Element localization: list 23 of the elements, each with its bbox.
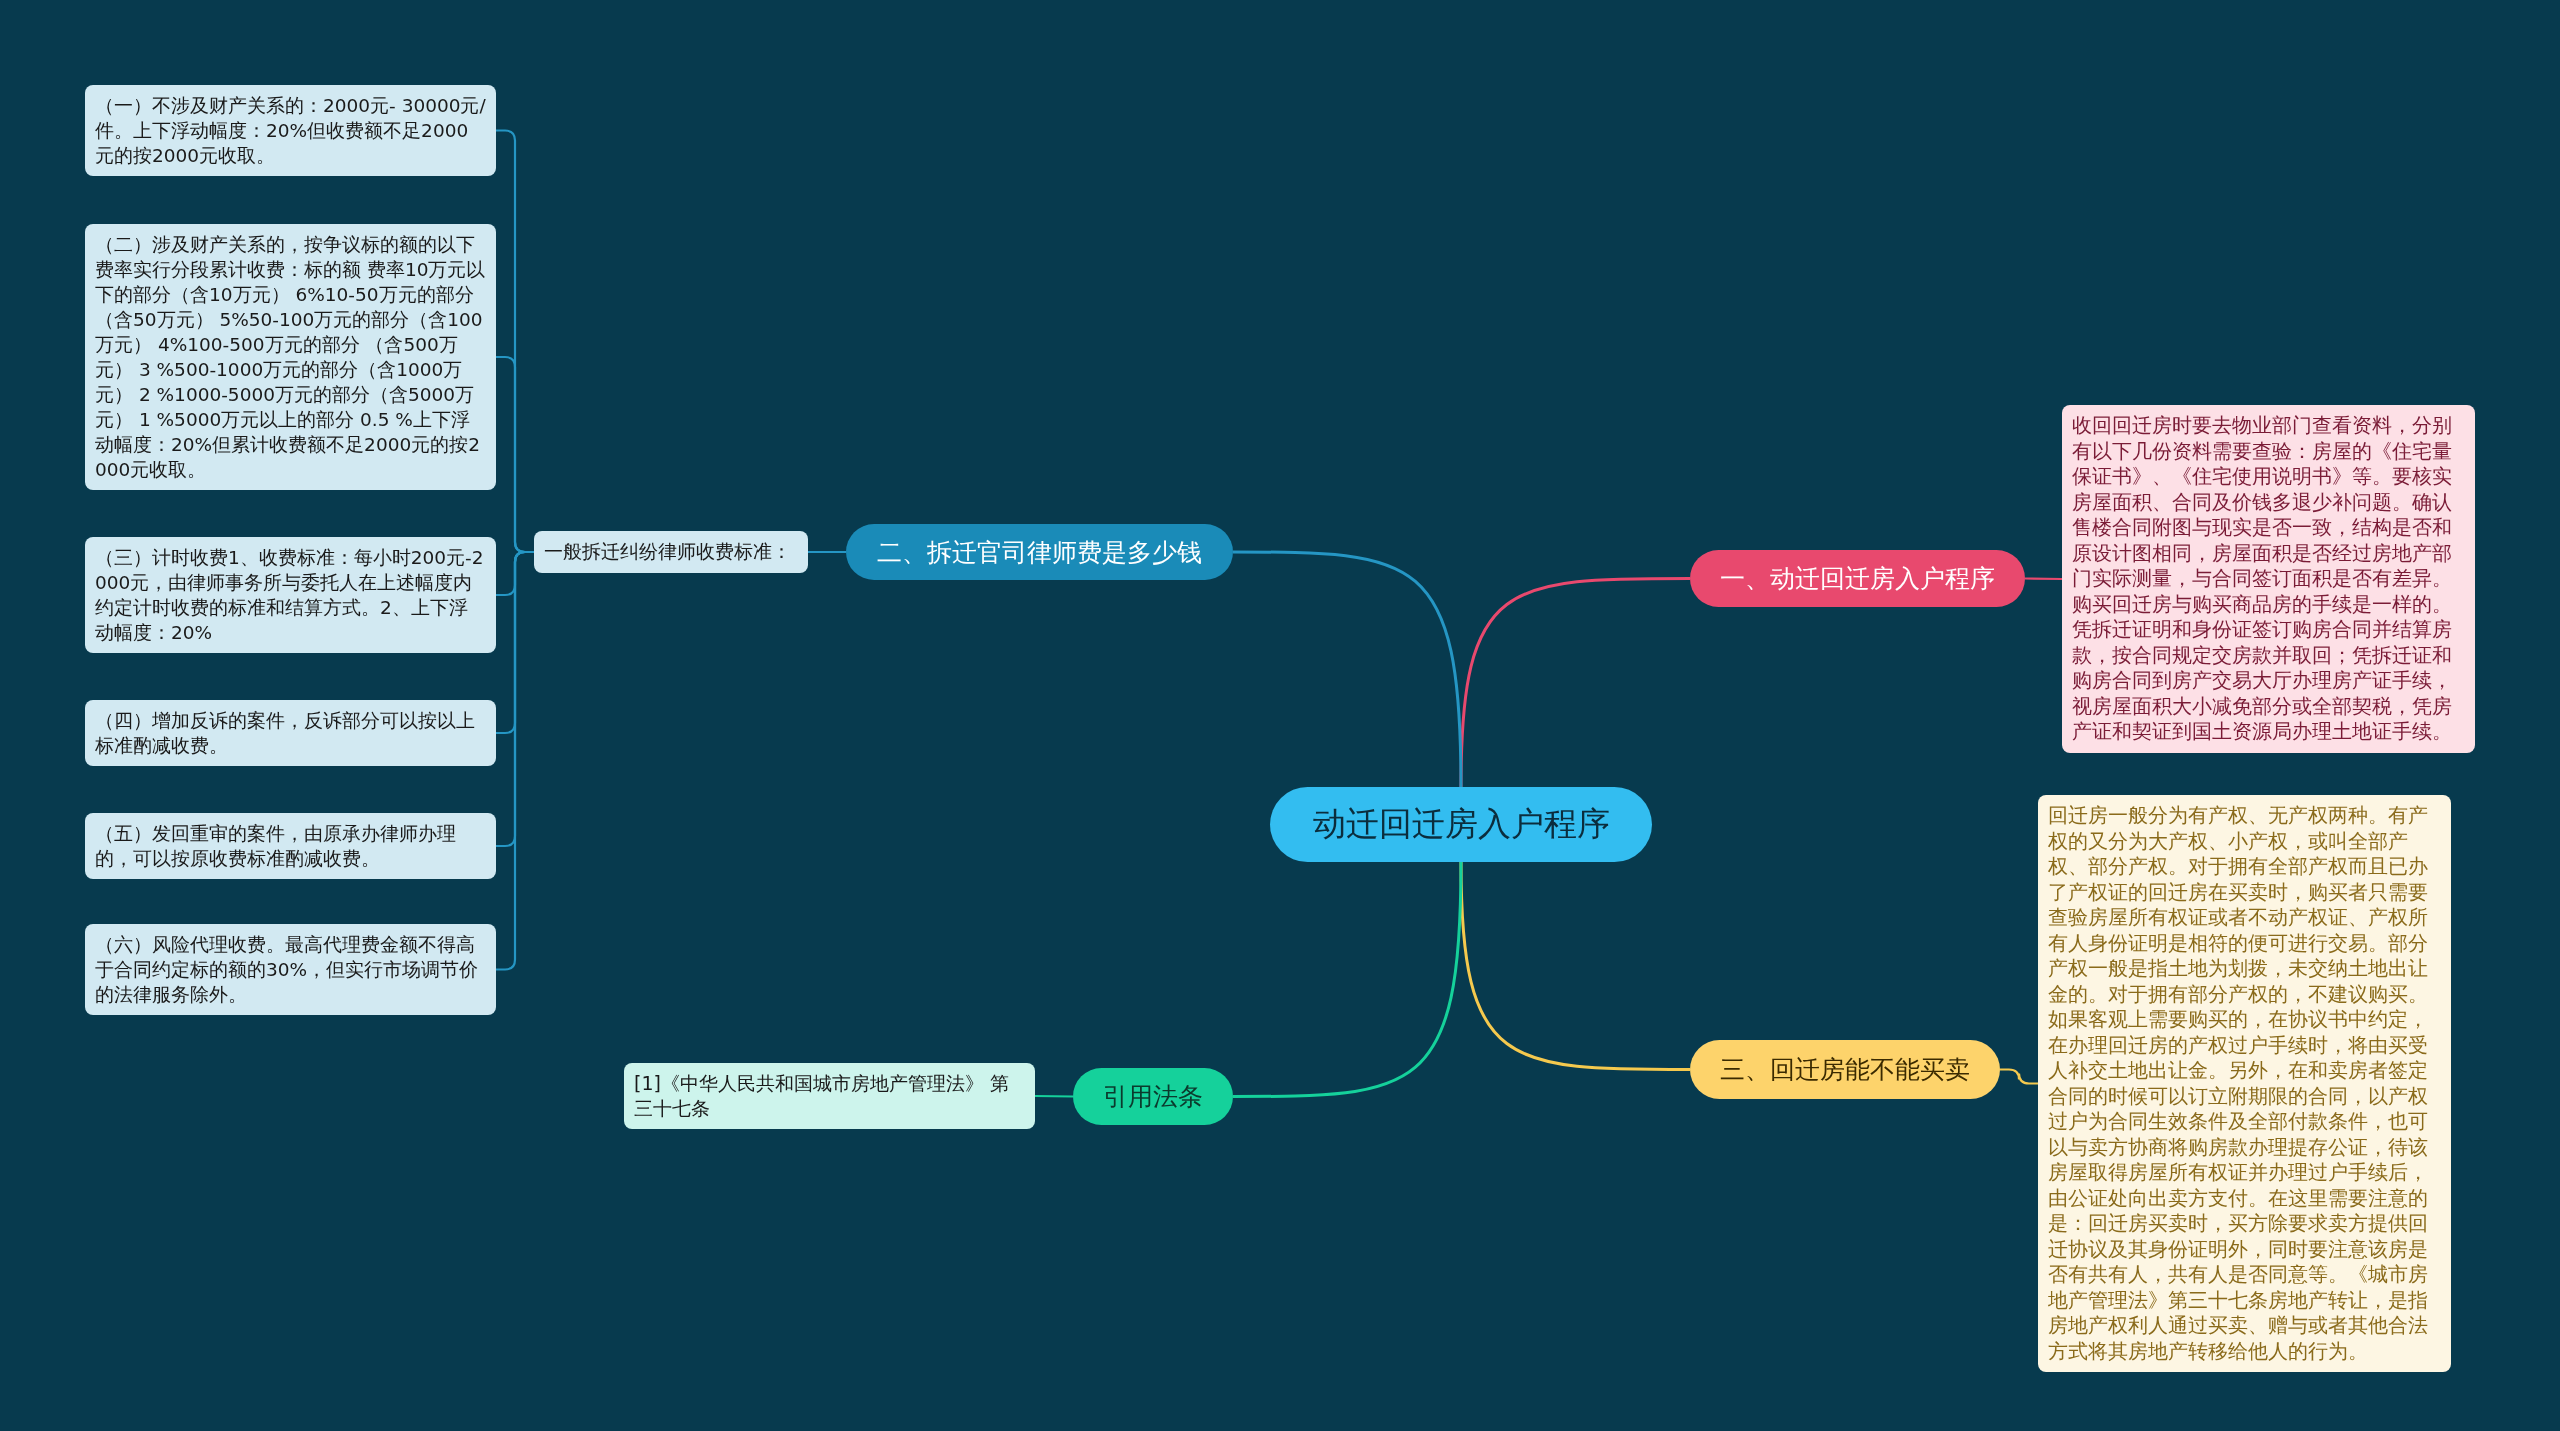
text-card: 收回回迁房时要去物业部门查看资料，分别有以下几份资料需要查验：房屋的《住宅量保证书》、《住宅使用说明书》等。要核实房屋面积、合同及价钱多退少补问题。确认售楼合同附图与现实是否一致，结构是否和原设计图相同，房屋面积是否经过房地产部门实际测量，与合同签订面积是否有差异。购买回迁房与购买商品房的手续是一样的。凭拆迁证明和身份证签订购房合同并结算房款，按合同规定交房款并取回；凭拆迁证和购房合同到房产交易大厅办理房产证手续，视房屋面积大小减免部分或全部契税，凭房产证和契证到国土资源局办理土地证手续。 bbox=[2062, 405, 2475, 753]
text-card: 回迁房一般分为有产权、无产权两种。有产权的又分为大产权、小产权，或叫全部产权、部分产权。对于拥有全部产权而且已办了产权证的回迁房在买卖时，购买者只需要查验房屋所有权证或者不动产权证、产权所有人身份证明是相符的便可进行交易。部分产权一般是指土地为划拨，未交纳土地出让金的。对于拥有部分产权的，不建议购买。如果客观上需要购买的，在协议书中约定，在办理回迁房的产权过户手续时，将由买受人补交土地出让金。另外，在和卖房者签定合同的时候可以订立附期限的合同，以产权过户为合同生效条件及全部付款条件，也可以与卖方协商将购房款办理提存公证，待该房屋取得房屋所有权证并办理过户手续后，由公证处向出卖方支付。在这里需要注意的是：回迁房买卖时，买方除要求卖方提供回迁协议及其身份证明外，同时要注意该房是否有共有人，共有人是否同意等。《城市房地产管理法》第三十七条房地产转让，是指房地产权利人通过买卖、赠与或者其他合法方式将其房地产转移给他人的行为。 bbox=[2038, 795, 2451, 1372]
topic-pill: 一、动迁回迁房入户程序 bbox=[1690, 550, 2025, 607]
connector-line bbox=[2000, 1068, 2038, 1085]
connector-line bbox=[2025, 577, 2062, 581]
central-topic-pill: 动迁回迁房入户程序 bbox=[1270, 787, 1652, 862]
text-card: （二）涉及财产关系的，按争议标的额的以下费率实行分段累计收费：标的额 费率10万元以下的部分（含10万元） 6%10-50万元的部分（含50万元） 5%50-100万元的部分（含100万元） 4%100-500万元的部分 （含500万元） 3 %500-1000万元的部分（含1000万元） 2 %1000-5000万元的部分（含5000万元） 1 %5000万元以上的部分 0.5 %上下浮动幅度：20%但累计收费额不足2000元的按2000元收取。 bbox=[85, 224, 496, 490]
connector-line bbox=[808, 550, 846, 554]
topic-pill: 引用法条 bbox=[1073, 1068, 1233, 1125]
text-card: （三）计时收费1、收费标准：每小时200元-2000元，由律师事务所与委托人在上述幅度内约定计时收费的标准和结算方式。2、上下浮动幅度：20% bbox=[85, 537, 496, 653]
connector-line bbox=[1233, 550, 1463, 788]
text-card: （五）发回重审的案件，由原承办律师办理的，可以按原收费标准酌减收费。 bbox=[85, 813, 496, 879]
topic-pill: 三、回迁房能不能买卖 bbox=[1690, 1040, 2000, 1099]
text-card: （四）增加反诉的案件，反诉部分可以按以上标准酌减收费。 bbox=[85, 700, 496, 766]
connector-line bbox=[1035, 1094, 1073, 1098]
text-card: （一）不涉及财产关系的：2000元- 30000元/件。上下浮动幅度：20%但收费额不足2000元的按2000元收取。 bbox=[85, 85, 496, 176]
topic-pill: 二、拆迁官司律师费是多少钱 bbox=[846, 524, 1233, 580]
connector-line bbox=[1459, 861, 1690, 1071]
text-card: （六）风险代理收费。最高代理费金额不得高于合同约定标的额的30%，但实行市场调节价的法律服务除外。 bbox=[85, 924, 496, 1015]
connector-line bbox=[496, 550, 534, 971]
connector-line bbox=[1233, 861, 1463, 1098]
citation-box: [1]《中华人民共和国城市房地产管理法》 第三十七条 bbox=[624, 1063, 1035, 1129]
subtopic-box: 一般拆迁纠纷律师收费标准： bbox=[534, 531, 808, 573]
